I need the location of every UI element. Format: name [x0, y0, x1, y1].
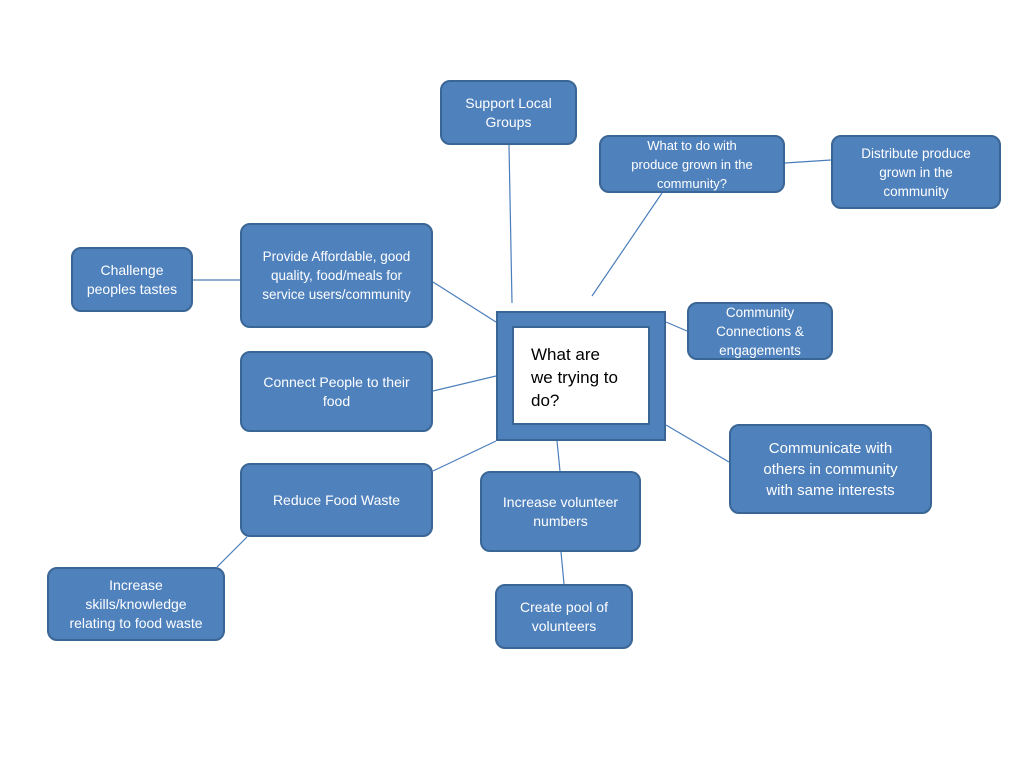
connector-center-connections — [665, 321, 688, 332]
connector-reduce-skills — [216, 536, 248, 568]
node-what-to-do-with-produce: What to do with produce grown in the com… — [599, 135, 785, 193]
connector-center-affordable — [432, 281, 497, 323]
node-challenge-tastes: Challenge peoples tastes — [71, 247, 193, 312]
connector-center-reduce — [432, 440, 497, 472]
node-increase-volunteer-numbers: Increase volunteer numbers — [480, 471, 641, 552]
node-support-local-groups: Support Local Groups — [440, 80, 577, 145]
central-question: What are we trying to do? — [512, 326, 650, 425]
connector-center-connect — [432, 375, 497, 392]
node-create-pool-of-volunteers: Create pool of volunteers — [495, 584, 633, 649]
node-provide-affordable-food: Provide Affordable, good quality, food/m… — [240, 223, 433, 328]
connector-center-communicate — [665, 424, 730, 463]
connector-center-produce — [591, 192, 663, 297]
connector-center-support — [508, 144, 513, 304]
connector-volunteers-pool — [560, 551, 565, 585]
node-community-connections: Community Connections & engagements — [687, 302, 833, 360]
node-increase-skills-knowledge: Increase skills/knowledge relating to fo… — [47, 567, 225, 641]
connector-center-volunteers — [556, 440, 561, 472]
node-connect-people-to-food: Connect People to their food — [240, 351, 433, 432]
node-distribute-produce: Distribute produce grown in the communit… — [831, 135, 1001, 209]
connector-produce-distribute — [784, 159, 832, 164]
node-communicate-with-others: Communicate with others in community wit… — [729, 424, 932, 514]
node-reduce-food-waste: Reduce Food Waste — [240, 463, 433, 537]
